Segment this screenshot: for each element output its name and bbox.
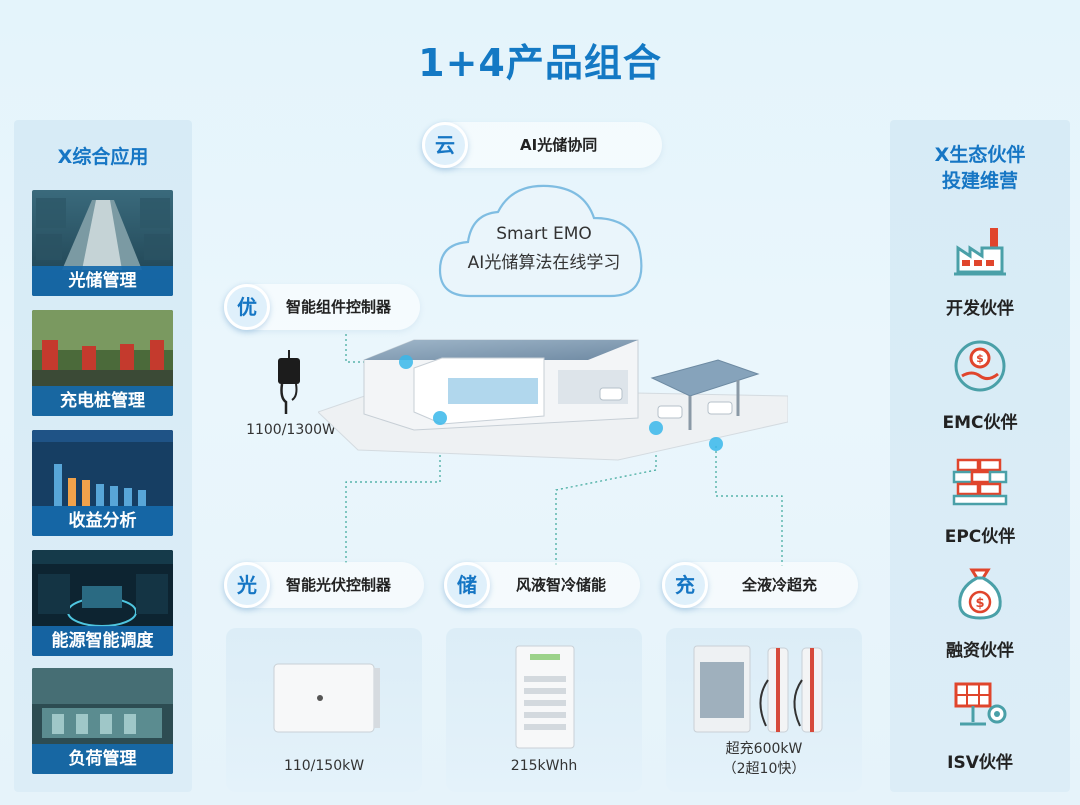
- svg-text:$: $: [975, 596, 984, 611]
- storage-label: 风液智冷储能: [516, 576, 607, 594]
- app-card-label: 收益分析: [32, 506, 173, 536]
- app-card-pv-storage[interactable]: 光储管理: [32, 190, 173, 296]
- money-hand-icon: $: [954, 340, 1006, 392]
- partner-label: ISV伙伴: [947, 753, 1013, 773]
- partner-panel: X生态伙伴 投建维营 开发伙伴 $ EMC伙伴: [890, 120, 1070, 792]
- partner-isv[interactable]: ISV伙伴: [890, 676, 1070, 773]
- pv-controller-pill: 光 智能光伏控制器: [224, 562, 424, 608]
- charger-label: 全液冷超充: [742, 576, 818, 594]
- charger-badge: 充: [662, 562, 708, 608]
- storage-cabinet-image: [515, 645, 575, 749]
- app-card-charger[interactable]: 充电桩管理: [32, 310, 173, 416]
- partner-financing[interactable]: $ 融资伙伴: [890, 564, 1070, 661]
- storage-pill: 储 风液智冷储能: [444, 562, 640, 608]
- partner-panel-title-line2: 投建维营: [941, 170, 1018, 192]
- app-card-label: 充电桩管理: [32, 386, 173, 416]
- charger-pill: 充 全液冷超充: [662, 562, 858, 608]
- factory-icon: [954, 228, 1006, 276]
- microgrid-building-illustration: [318, 339, 788, 461]
- app-card-load[interactable]: 负荷管理: [32, 668, 173, 774]
- inverter-image: [273, 663, 380, 733]
- application-panel-title: X综合应用: [57, 146, 149, 168]
- partner-label: EPC伙伴: [944, 527, 1016, 547]
- storage-badge: 储: [444, 562, 490, 608]
- optimizer-pill-label: 智能组件控制器: [286, 298, 392, 316]
- charger-spec-line1: 超充600kW: [725, 741, 803, 757]
- cloud-line2: AI光储算法在线学习: [467, 253, 621, 273]
- solar-gear-icon: [954, 682, 1007, 726]
- pv-controller-label: 智能光伏控制器: [286, 576, 392, 594]
- partner-label: 融资伙伴: [946, 641, 1014, 661]
- partner-emc[interactable]: $ EMC伙伴: [890, 336, 1070, 433]
- optimizer-badge: 优: [224, 284, 270, 330]
- app-card-revenue[interactable]: 收益分析: [32, 430, 173, 536]
- cloud-line1: Smart EMO: [496, 224, 592, 244]
- pv-controller-spec: 110/150kW: [283, 758, 365, 774]
- cloud-pill-label: AI光储协同: [520, 136, 598, 154]
- partner-label: EMC伙伴: [942, 413, 1018, 433]
- pv-badge: 光: [224, 562, 270, 608]
- partner-development[interactable]: 开发伙伴: [890, 222, 1070, 319]
- optimizer-pill: 优 智能组件控制器: [224, 284, 420, 330]
- cloud-pill: 云 AI光储协同: [422, 122, 662, 168]
- brick-wall-icon: [952, 458, 1008, 506]
- optimizer-spec: 1100/1300W: [246, 422, 336, 438]
- svg-text:$: $: [976, 352, 984, 365]
- money-bag-icon: $: [958, 568, 1002, 620]
- app-card-label: 负荷管理: [32, 744, 173, 774]
- cloud-shape: [438, 184, 643, 298]
- application-panel: X综合应用 光储管理 充电桩管理: [14, 120, 192, 792]
- pv-controller-card[interactable]: 110/150kW: [226, 628, 422, 792]
- app-card-label: 光储管理: [32, 266, 173, 296]
- partner-panel-title-line1: X生态伙伴: [934, 144, 1026, 166]
- optimizer-device-image: [278, 350, 300, 414]
- charger-card[interactable]: 超充600kW （2超10快）: [666, 628, 862, 792]
- supercharger-image: [693, 645, 823, 733]
- storage-card[interactable]: 215kWhh: [446, 628, 642, 792]
- app-card-dispatch[interactable]: 能源智能调度: [32, 550, 173, 656]
- partner-epc[interactable]: EPC伙伴: [890, 450, 1070, 547]
- cloud-badge: 云: [422, 122, 468, 168]
- app-card-label: 能源智能调度: [32, 626, 173, 656]
- partner-label: 开发伙伴: [946, 299, 1014, 319]
- page-title: 1+4产品组合: [418, 41, 662, 85]
- storage-spec: 215kWhh: [510, 758, 578, 774]
- charger-spec-line2: （2超10快）: [722, 761, 806, 777]
